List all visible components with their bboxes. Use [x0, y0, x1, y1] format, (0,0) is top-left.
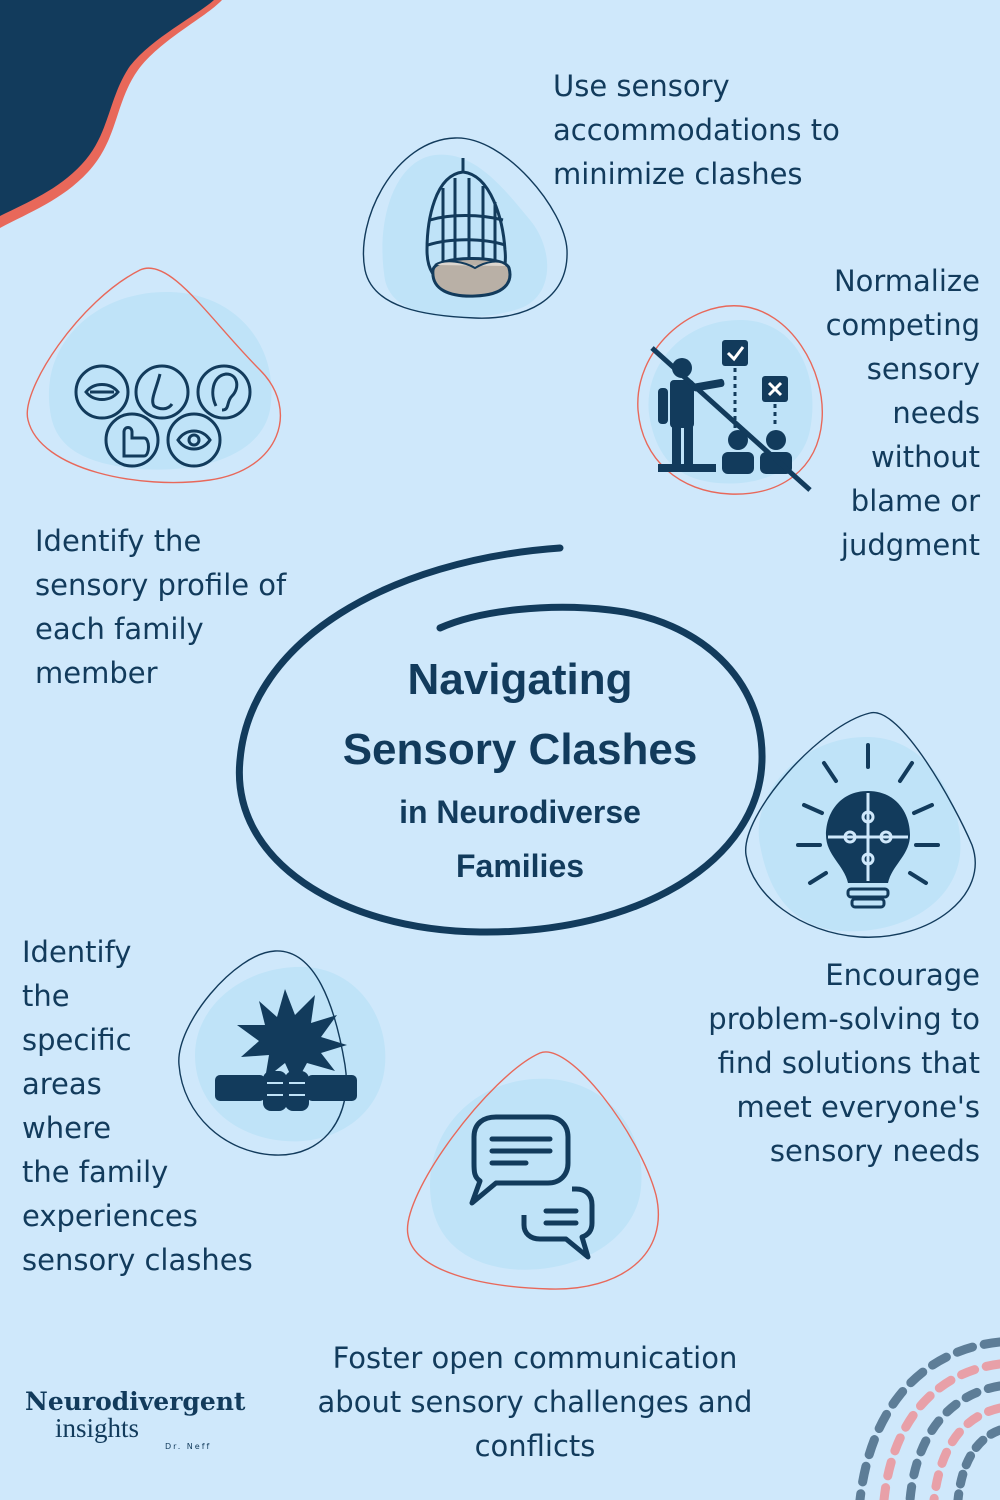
- title-line-3: in Neurodiverse: [399, 794, 641, 830]
- logo-line-2: insights: [55, 1413, 140, 1443]
- chat-bubbles-icon: [406, 1051, 659, 1290]
- title-line-4: Families: [455, 848, 585, 884]
- tip-normalize: Normalize competing sensory needs withou…: [825, 264, 980, 562]
- corner-splash-decoration: [0, 0, 222, 228]
- logo-line-3: Dr. Neff: [165, 1442, 212, 1451]
- title-ellipse: [235, 544, 766, 936]
- logo-line-1: Neurodivergent: [25, 1387, 246, 1416]
- dashed-arcs-decoration: [855, 1337, 1000, 1500]
- clash-fists-icon: [178, 950, 386, 1156]
- tip-areas: Identify the specific areas where the fa…: [22, 935, 253, 1277]
- main-title: Navigating Sensory Clashes in Neurodiver…: [300, 645, 740, 893]
- brand-logo: Neurodivergent insights Dr. Neff: [25, 1387, 265, 1452]
- puzzle-lightbulb-icon: [745, 712, 976, 938]
- tip-profile: Identify the sensory profile of each fam…: [35, 524, 287, 690]
- title-line-1: Navigating: [407, 655, 633, 704]
- tip-accommodations: Use sensory accommodations to minimize c…: [553, 69, 840, 191]
- teacher-scale-icon: [637, 305, 823, 495]
- hanging-egg-chair-icon: [362, 137, 568, 319]
- tip-problem-solving: Encourage problem-solving to find soluti…: [708, 958, 980, 1168]
- title-line-2: Sensory Clashes: [342, 725, 698, 774]
- tip-communication: Foster open communication about sensory …: [317, 1341, 753, 1463]
- five-senses-icon: [26, 267, 282, 484]
